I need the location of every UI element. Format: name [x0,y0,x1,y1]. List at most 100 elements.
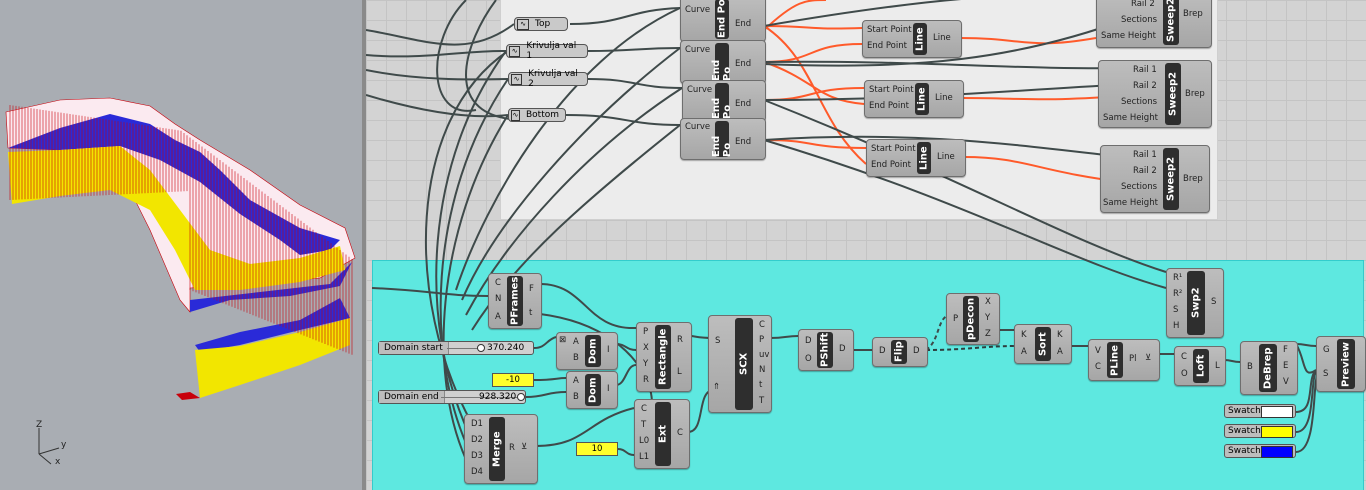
slider-knob[interactable] [477,344,485,352]
merge-component[interactable]: D1 D2 D3 D4 Merge R ⊻ [464,414,538,484]
slider-knob[interactable] [517,393,525,401]
param-krivulja-2[interactable]: ∿Krivulja val 2 [508,69,588,89]
pin[interactable]: C [677,428,683,438]
input-curve[interactable]: Curve [685,122,711,132]
input-start-point[interactable]: Start Point [869,85,914,95]
pin[interactable]: D2 [471,435,483,445]
pin[interactable]: C [641,404,647,414]
pin[interactable]: R [643,375,649,385]
scx-component[interactable]: S ⇑ SCX C P uv N t T [708,315,772,413]
output-line[interactable]: Line [933,33,951,43]
pin[interactable]: R² [1173,289,1183,299]
input-curve[interactable]: Curve [687,85,713,95]
grasshopper-canvas[interactable]: ∿Top ∿Krivulja val 1 ∿Krivulja val 2 ∿Bo… [366,0,1366,490]
output-line[interactable]: Line [937,152,955,162]
output-end[interactable]: End [735,137,752,147]
pin[interactable]: F [529,284,534,294]
pin[interactable]: C [1181,352,1187,362]
pin[interactable]: D [879,346,886,356]
pin[interactable]: T [759,396,765,406]
pin[interactable]: Pl [1129,354,1137,364]
graft-icon[interactable]: ⇑ [713,382,721,392]
pin[interactable]: I [607,345,610,355]
pframes-component[interactable]: C N A PFrames F t [488,273,542,329]
output-brep[interactable]: Brep [1185,89,1205,99]
pin[interactable]: A [1057,347,1063,357]
domain-component-1[interactable]: ⊠ A B Dom I [556,332,618,370]
pin[interactable]: V [1283,377,1289,387]
pin[interactable]: O [805,354,812,364]
output-brep[interactable]: Brep [1183,9,1203,19]
endpoints-component-4[interactable]: Curve End Po End [680,118,766,160]
extend-component[interactable]: C T L0 L1 Ext C [634,399,690,469]
pin[interactable]: V [1095,346,1101,356]
input-start-point[interactable]: Start Point [867,25,912,35]
preview-component[interactable]: G S Preview [1316,336,1366,392]
pin[interactable]: F [1283,345,1288,355]
pin[interactable]: L0 [639,436,650,446]
pin[interactable]: L [677,367,682,377]
swatch-yellow[interactable]: Swatch [1224,424,1296,438]
pshift-component[interactable]: D O PShift D [798,329,854,371]
pin[interactable]: t [759,380,763,390]
pin[interactable]: Y [643,359,649,369]
pin[interactable]: E [1283,361,1289,371]
slider-domain-start[interactable]: Domain start 370.240 [378,341,534,355]
input-sections[interactable]: Sections [1121,97,1158,107]
input-end-point[interactable]: End Point [867,41,907,51]
pin[interactable]: S [1323,369,1329,379]
pin[interactable]: B [1247,362,1253,372]
viewport-splitter[interactable] [362,0,366,490]
pin[interactable]: D [913,346,920,356]
pdecon-component[interactable]: P pDecon X Y Z [946,293,1000,345]
pin[interactable]: N [759,365,766,375]
pin[interactable]: B [573,353,579,363]
output-brep[interactable]: Brep [1183,174,1203,184]
pin[interactable]: C [759,320,765,330]
pin[interactable]: D [805,336,812,346]
pin[interactable]: G [1323,345,1330,355]
pin[interactable]: R [677,335,683,345]
pin[interactable]: S [1173,305,1179,315]
sort-component[interactable]: K A Sort K A [1014,324,1072,364]
output-line[interactable]: Line [935,93,953,103]
pin[interactable]: R¹ [1173,273,1183,283]
pin[interactable]: L1 [639,452,650,462]
pin[interactable]: C [1095,362,1101,372]
input-same-height[interactable]: Same Height [1103,198,1158,208]
input-rail-2[interactable]: Rail 2 [1131,0,1155,9]
pin[interactable]: Y [985,313,991,323]
pin[interactable]: P [759,335,765,345]
pin[interactable]: A [1021,347,1027,357]
input-same-height[interactable]: Same Height [1103,113,1158,123]
pin[interactable]: Z [985,329,991,339]
pin[interactable]: A [573,376,579,386]
pin[interactable]: D1 [471,419,483,429]
param-bottom[interactable]: ∿Bottom [508,108,566,122]
pin[interactable]: I [607,384,610,394]
endpoints-component-3[interactable]: Curve End Po End [682,80,766,122]
endpoints-component-2[interactable]: Curve End Po End [680,40,766,84]
input-rail-2[interactable]: Rail 2 [1133,81,1157,91]
pin[interactable]: D3 [471,451,483,461]
pin-icon[interactable]: ⊠ [559,335,567,345]
pin[interactable]: K [1021,330,1027,340]
pin[interactable]: R [509,443,515,453]
debrep-component[interactable]: B DeBrep F E V [1240,341,1298,395]
rectangle-component[interactable]: P X Y R Rectangle R L [636,322,692,392]
loft-component[interactable]: C O Loft L [1174,346,1226,386]
param-top[interactable]: ∿Top [514,17,568,31]
pin[interactable]: X [985,297,991,307]
sweep2-component-1[interactable]: Rail 2 Sections Same Height Sweep2 Brep [1096,0,1212,48]
pin[interactable]: H [1173,321,1180,331]
pin[interactable]: A [573,337,579,347]
input-sections[interactable]: Sections [1121,15,1158,25]
input-rail-1[interactable]: Rail 1 [1133,150,1157,160]
input-curve[interactable]: Curve [685,45,711,55]
pin[interactable]: P [643,327,649,337]
pin[interactable]: O [1181,369,1188,379]
pin[interactable]: D4 [471,467,483,477]
line-component-1[interactable]: Start Point End Point Line Line [862,20,962,58]
output-end[interactable]: End [735,99,752,109]
pin[interactable]: C [495,278,501,288]
